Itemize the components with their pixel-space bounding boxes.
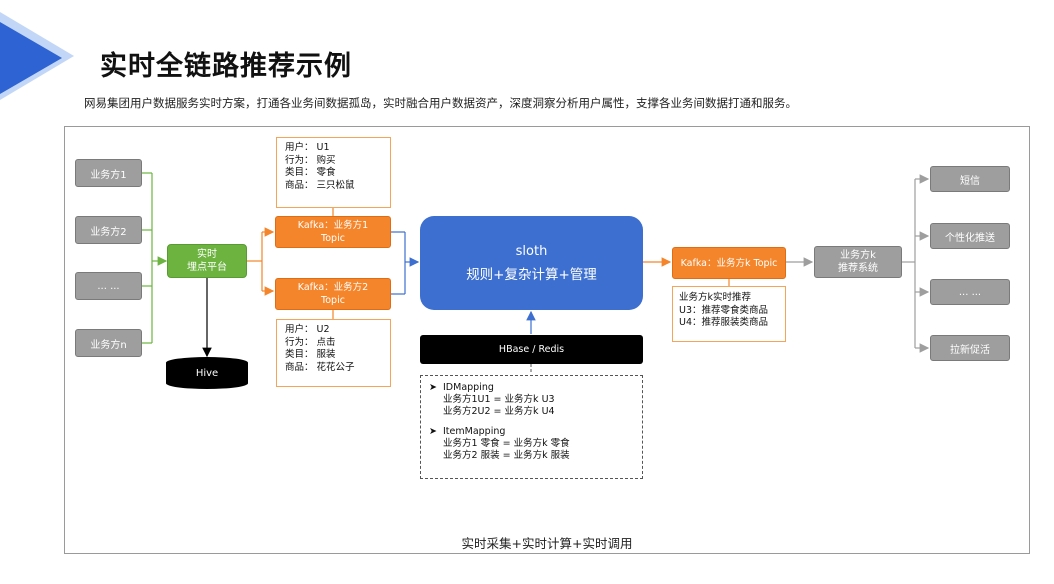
item-mapping-label: ItemMapping bbox=[443, 426, 506, 437]
output-sms: 短信 bbox=[930, 166, 1010, 192]
source-business-2: 业务方2 bbox=[75, 216, 142, 244]
page-title: 实时全链路推荐示例 bbox=[100, 51, 352, 82]
source-ellipsis: ... ... bbox=[75, 272, 142, 300]
id-mapping-line-1: 业务方1U1 = 业务方k U3 bbox=[443, 394, 555, 405]
kafka-topic-business-2: Kafka：业务方2 Topic bbox=[275, 278, 391, 310]
event-note-2: 用户： U2 行为： 点击 类目： 服装 商品： 花花公子 bbox=[276, 319, 391, 387]
mapping-details: ➤ IDMapping 业务方1U1 = 业务方k U3 业务方2U2 = 业务… bbox=[420, 375, 643, 479]
output-personalized-push: 个性化推送 bbox=[930, 223, 1010, 249]
item-mapping-line-1: 业务方1 零食 = 业务方k 零食 bbox=[443, 438, 570, 449]
note1-product: 商品： 三只松鼠 bbox=[285, 179, 355, 191]
platform-line1: 实时 bbox=[197, 249, 217, 260]
realtime-tracking-platform: 实时 埋点平台 bbox=[167, 244, 247, 278]
sloth-compute-engine: sloth 规则+复杂计算+管理 bbox=[420, 216, 643, 310]
recommendation-system: 业务方k 推荐系统 bbox=[814, 246, 902, 278]
notek-title: 业务方k实时推荐 bbox=[679, 292, 752, 303]
kafka2-line1: Kafka：业务方2 bbox=[297, 282, 369, 293]
id-mapping-label: IDMapping bbox=[443, 382, 494, 393]
platform-line2: 埋点平台 bbox=[187, 262, 227, 273]
kafka1-line1: Kafka：业务方1 bbox=[297, 220, 369, 231]
sloth-name: sloth bbox=[515, 243, 548, 259]
hbase-redis-store: HBase / Redis bbox=[420, 335, 643, 364]
sloth-description: 规则+复杂计算+管理 bbox=[466, 266, 597, 283]
rec-line2: 推荐系统 bbox=[838, 263, 878, 274]
note1-action: 行为： 购买 bbox=[285, 154, 336, 166]
corner-decoration-dark bbox=[0, 22, 62, 94]
note2-category: 类目： 服装 bbox=[285, 349, 336, 360]
kafka1-line2: Topic bbox=[321, 233, 345, 244]
output-user-activation: 拉新促活 bbox=[930, 335, 1010, 361]
kafka-topic-business-k: Kafka：业务方k Topic bbox=[672, 247, 786, 279]
recommendation-note: 业务方k实时推荐 U3：推荐零食类商品 U4：推荐服装类商品 bbox=[672, 286, 786, 342]
source-business-1: 业务方1 bbox=[75, 159, 142, 187]
event-note-1: 用户： U1 行为： 购买 类目： 零食 商品： 三只松鼠 bbox=[276, 137, 391, 208]
rec-line1: 业务方k bbox=[840, 250, 876, 261]
note2-action: 行为： 点击 bbox=[285, 336, 336, 348]
id-mapping-title: ➤ IDMapping bbox=[429, 382, 494, 393]
item-mapping-title: ➤ ItemMapping bbox=[429, 426, 506, 437]
page-subtitle: 网易集团用户数据服务实时方案，打通各业务间数据孤岛，实时融合用户数据资产，深度洞… bbox=[84, 96, 797, 110]
hive-storage: Hive bbox=[166, 357, 248, 389]
source-business-n: 业务方n bbox=[75, 329, 142, 357]
note2-product: 商品： 花花公子 bbox=[285, 361, 355, 373]
diagram-frame bbox=[64, 126, 1030, 554]
note2-user: 用户： U2 bbox=[285, 324, 330, 335]
id-mapping-line-2: 业务方2U2 = 业务方k U4 bbox=[443, 406, 555, 417]
output-ellipsis: ... ... bbox=[930, 279, 1010, 305]
note1-category: 类目： 零食 bbox=[285, 167, 336, 178]
item-mapping-line-2: 业务方2 服装 = 业务方k 服装 bbox=[443, 450, 570, 461]
diagram-caption: 实时采集+实时计算+实时调用 bbox=[461, 536, 633, 551]
notek-u3: U3：推荐零食类商品 bbox=[679, 304, 768, 316]
kafka2-line2: Topic bbox=[321, 295, 345, 306]
note1-user: 用户： U1 bbox=[285, 142, 330, 153]
notek-u4: U4：推荐服装类商品 bbox=[679, 317, 768, 328]
kafka-topic-business-1: Kafka：业务方1 Topic bbox=[275, 216, 391, 248]
